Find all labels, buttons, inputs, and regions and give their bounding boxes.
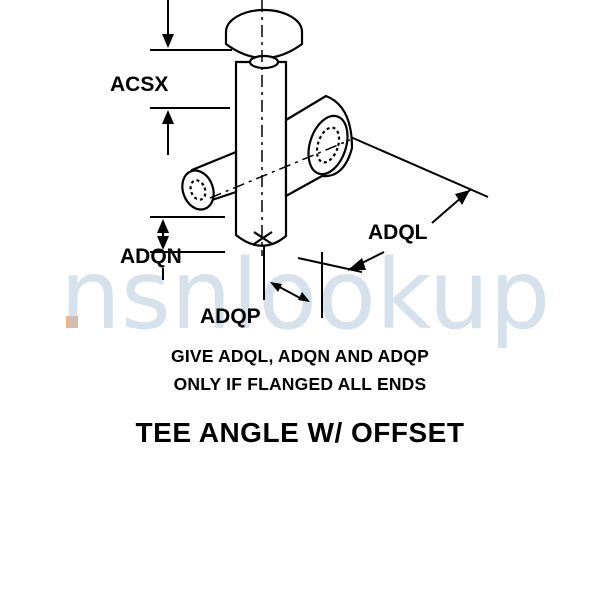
tee-fitting (181, 0, 354, 256)
adql-label: ADQL (368, 221, 428, 244)
watermark-text: nsnlookup (60, 239, 550, 351)
flange-note-line-1: GIVE ADQL, ADQN AND ADQP (171, 346, 429, 366)
adqn-label: ADQN (120, 245, 182, 268)
diagram-title: TEE ANGLE W/ OFFSET (135, 417, 465, 448)
watermark-accent (66, 316, 78, 328)
watermark: nsnlookup (60, 239, 550, 351)
dimension-lines (150, 0, 489, 318)
flange-note-line-2: ONLY IF FLANGED ALL ENDS (173, 374, 427, 394)
acsx-label: ACSX (110, 73, 168, 96)
adqp-label: ADQP (200, 305, 261, 328)
